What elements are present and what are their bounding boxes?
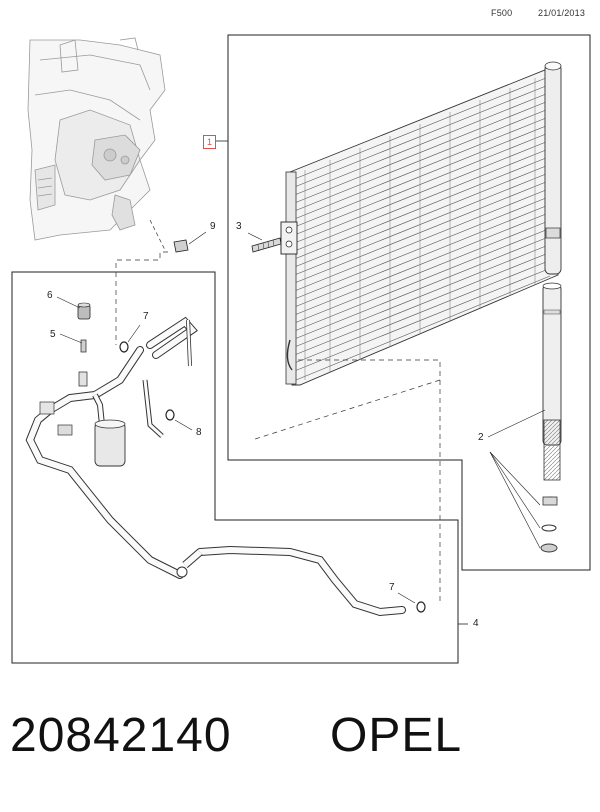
diagram-date: 21/01/2013 [538,8,586,18]
condenser-group-outline [227,34,591,571]
pipe-assembly-outline [11,271,459,664]
callout-nut: 9 [210,221,216,232]
diagram-code: F500 [491,8,513,18]
callout-condenser-badge: 1 [203,135,216,149]
callout-seal-upper: 7 [143,311,149,322]
engine-compartment-illustration [27,37,166,241]
callout-receiver-drier: 2 [478,432,484,443]
seal-upper-part [119,341,129,353]
filter-canister-part [39,401,126,467]
sealing-ring-part [165,409,175,421]
bolt-part [247,232,282,253]
callout-pipe-assembly: 4 [473,618,479,629]
receiver-drier-part [540,282,562,553]
nut-part [173,231,207,253]
brand-name: OPEL [330,709,463,762]
part-number: 20842140 [10,709,232,762]
callout-sealing-ring: 8 [196,427,202,438]
callout-cap: 6 [47,290,53,301]
cap-part [56,296,91,320]
pipe-assembly-part [25,316,406,617]
callout-bolt: 3 [236,221,242,232]
callout-seal-lower: 7 [389,582,395,593]
callout-valve-core: 5 [50,329,56,340]
valve-core-part [59,333,88,387]
condenser-core [280,61,562,386]
seal-lower-part [416,601,426,613]
